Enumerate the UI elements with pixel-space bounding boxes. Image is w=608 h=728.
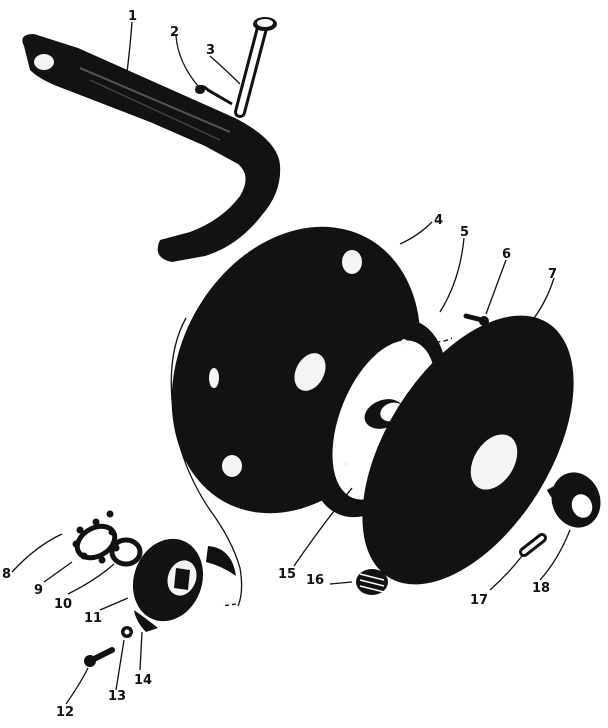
part-nut — [121, 626, 133, 638]
part-race-washer — [109, 537, 143, 567]
callout-11: 11 — [84, 611, 102, 626]
callout-3: 3 — [206, 43, 215, 58]
part-spring — [356, 569, 388, 595]
part-lever-arm — [22, 34, 281, 262]
part-set-collar — [546, 472, 601, 528]
callout-12: 12 — [56, 705, 74, 720]
part-ball-bearings — [72, 510, 120, 564]
part-clutch-hub — [132, 538, 204, 622]
part-pulley — [362, 315, 574, 585]
part-bolt — [84, 647, 115, 667]
callout-8: 8 — [2, 567, 11, 582]
callout-15: 15 — [278, 567, 296, 582]
part-screw — [463, 313, 489, 326]
part-cotter-pin — [195, 84, 233, 106]
callout-5: 5 — [460, 225, 469, 240]
callout-4: 4 — [434, 213, 443, 228]
leader-lines — [11, 21, 571, 705]
callout-labels: 1 2 3 4 5 6 7 8 9 10 11 12 13 14 15 16 1… — [2, 9, 557, 720]
callout-17: 17 — [470, 593, 488, 608]
part-clutch-shoe — [134, 546, 236, 632]
callout-10: 10 — [54, 597, 72, 612]
callout-7: 7 — [548, 267, 557, 282]
callout-16: 16 — [306, 573, 324, 588]
callout-1: 1 — [128, 9, 137, 24]
callout-14: 14 — [134, 673, 152, 688]
callout-18: 18 — [532, 581, 550, 596]
callout-6: 6 — [502, 247, 511, 262]
part-pivot-pin — [234, 17, 277, 118]
callout-2: 2 — [170, 25, 179, 40]
part-key — [519, 533, 547, 557]
callout-9: 9 — [34, 583, 43, 598]
callout-13: 13 — [108, 689, 126, 704]
assembly-lines — [170, 317, 453, 607]
